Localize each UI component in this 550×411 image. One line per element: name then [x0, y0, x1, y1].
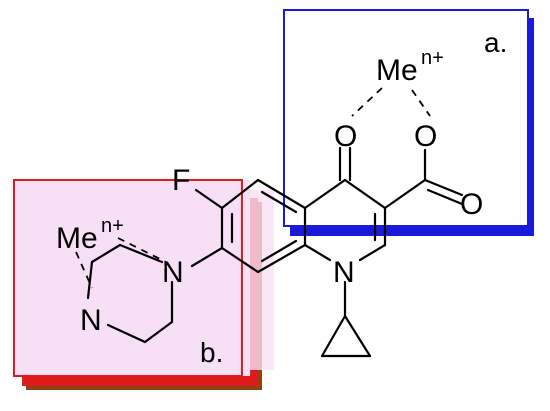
carbonyl-oxygen-label: O: [460, 188, 483, 221]
region-b-frame: [13, 179, 243, 377]
piperazine-n4-label: N: [162, 256, 184, 289]
quinolone-core: [190, 146, 464, 318]
metal-symbol-a: Me: [376, 54, 418, 87]
coordination-bonds: [75, 87, 431, 289]
region-b-fill: [14, 180, 250, 376]
cyclopropyl: [320, 314, 372, 358]
metal-ion-a: Me n+: [376, 47, 444, 87]
piperazine-n1-label: N: [80, 304, 102, 337]
carboxyl-oxygen-label: O: [414, 120, 437, 153]
fluorine-label: F: [172, 164, 190, 197]
metal-symbol-b: Me: [56, 222, 98, 255]
piperazine-ring: [86, 243, 174, 344]
ring-nitrogen-label: N: [333, 256, 355, 289]
region-a-label: a.: [484, 27, 507, 58]
metal-charge-a: n+: [421, 47, 444, 69]
region-a: [283, 9, 534, 236]
atom-labels: F N N N O O O: [80, 120, 483, 337]
metal-ion-b: Me n+: [56, 215, 124, 255]
ketone-oxygen-label: O: [334, 120, 357, 153]
region-b: [13, 179, 274, 390]
metal-charge-b: n+: [101, 215, 124, 237]
region-b-label: b.: [200, 337, 223, 368]
region-b-fill-right: [240, 190, 274, 370]
region-a-frame: [283, 9, 529, 227]
